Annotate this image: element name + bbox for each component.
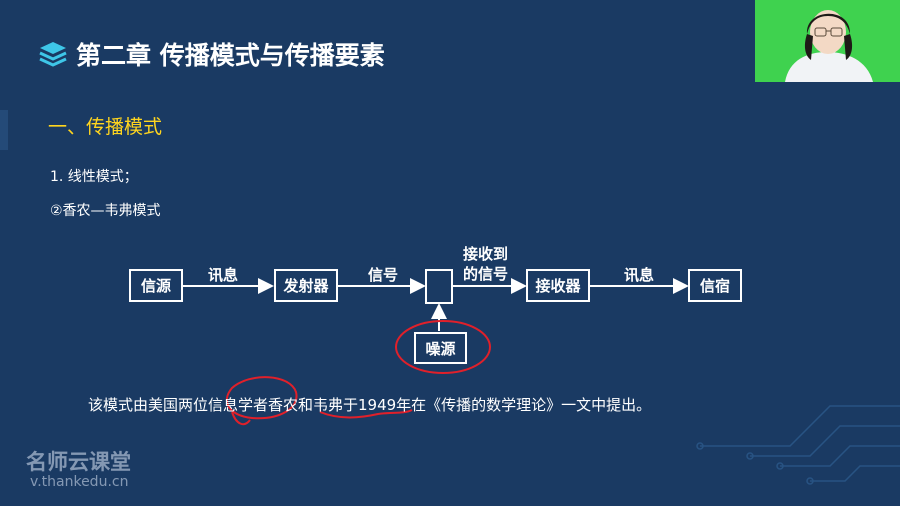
message-label-2: 讯息 — [624, 266, 655, 284]
list-item-linear-model: 1. 线性模式； — [50, 169, 138, 185]
presenter-avatar — [755, 0, 900, 82]
list-item-shannon-weaver: ②香农—韦弗模式 — [50, 203, 161, 219]
destination-box: 信宿 — [688, 269, 742, 302]
transmitter-box: 发射器 — [274, 269, 338, 302]
slide-title: 第二章 传播模式与传播要素 — [76, 41, 385, 70]
section-heading: 一、传播模式 — [48, 116, 163, 138]
receiver-box: 接收器 — [526, 269, 590, 302]
received-signal-line1: 接收到 — [463, 245, 509, 263]
layers-icon — [39, 42, 67, 67]
signal-label: 信号 — [368, 266, 399, 284]
received-signal-label: 接收到 的信号 — [463, 244, 508, 284]
watermark-url: v.thankedu.cn — [30, 474, 129, 490]
received-signal-line2: 的信号 — [463, 265, 509, 283]
channel-box — [425, 269, 453, 304]
caption-text: 该模式由美国两位信息学者香农和韦弗于1949年在《传播的数学理论》一文中提出。 — [88, 396, 652, 414]
message-label-1: 讯息 — [208, 266, 239, 284]
noise-box: 噪源 — [414, 332, 467, 364]
watermark-brand: 名师云课堂 — [26, 450, 131, 474]
decorative-circuit-lines — [696, 405, 900, 485]
webcam-video-feed — [755, 0, 900, 82]
left-edge-tab[interactable] — [0, 110, 8, 150]
source-box: 信源 — [129, 269, 183, 302]
